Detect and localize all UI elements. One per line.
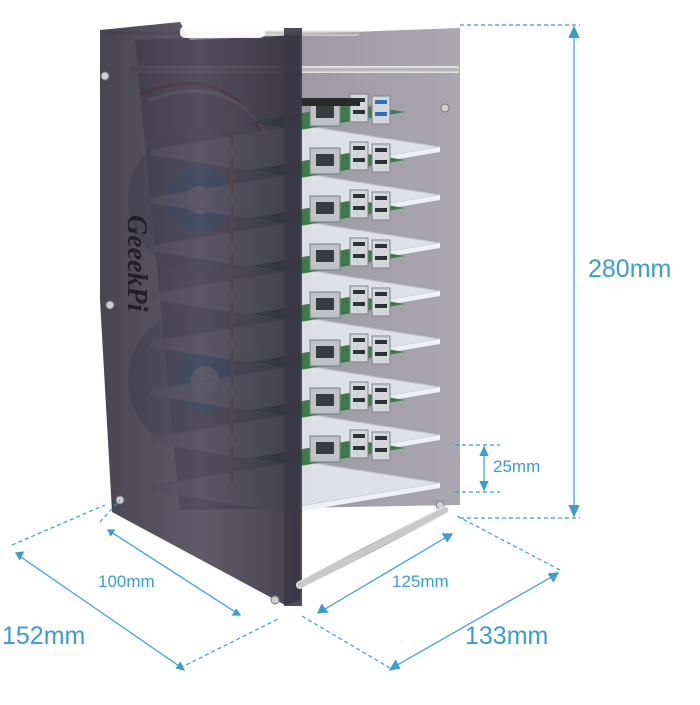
outer-width-dimension-line	[17, 554, 183, 669]
front-edge	[284, 28, 302, 606]
inner-depth-label: 125mm	[392, 572, 449, 591]
gpio-header	[300, 98, 360, 106]
side-panel-logo: GeeekPi	[121, 215, 152, 312]
spacing-label: 25mm	[493, 457, 541, 476]
front-side-panel	[100, 22, 300, 605]
inner-depth-dimension-line	[319, 534, 451, 613]
inner-width-label: 100mm	[98, 572, 155, 591]
outer-width-label: 152mm	[2, 622, 86, 650]
outer-depth-dimension-line	[391, 574, 556, 669]
outer-depth-label: 133mm	[465, 622, 549, 650]
height-label: 280mm	[588, 255, 672, 283]
